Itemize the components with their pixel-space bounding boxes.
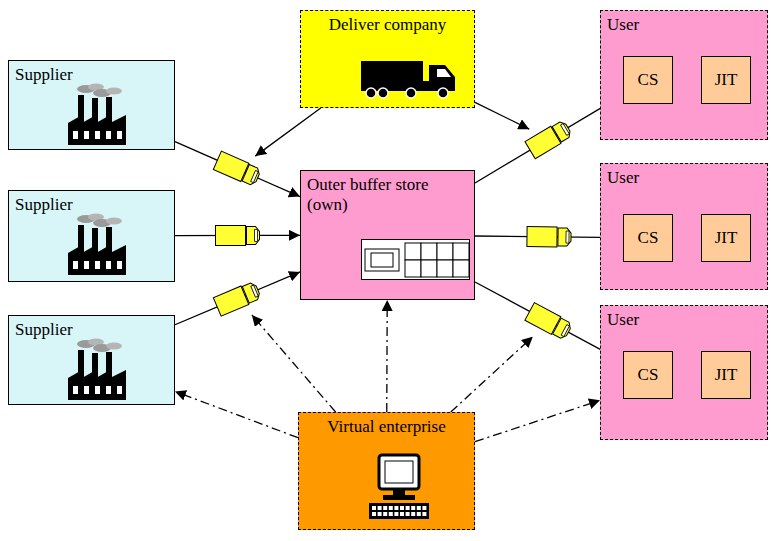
node-label: CS	[638, 365, 659, 385]
truck-icon	[527, 227, 571, 248]
leader-arrow	[451, 337, 533, 412]
rack-icon	[361, 239, 471, 281]
node-label: Virtual enterprise	[327, 417, 445, 437]
node-label: JIT	[715, 228, 738, 248]
buffer-store-box: Outer buffer store (own)	[300, 170, 475, 300]
supplier-box: Supplier	[8, 315, 175, 405]
factory-icon	[64, 83, 134, 145]
jit-box: JIT	[701, 56, 751, 104]
control-arrow	[175, 391, 298, 437]
truck-layer	[213, 119, 573, 341]
user-box: UserCS JIT	[600, 305, 768, 440]
leader-arrow	[255, 108, 321, 156]
leader-arrow	[475, 102, 529, 129]
user-box: UserCS JIT	[600, 163, 768, 290]
truck-icon	[215, 225, 259, 245]
node-label: JIT	[715, 70, 738, 90]
virtual-enterprise-box: Virtual enterprise	[298, 412, 475, 530]
factory-icon	[64, 338, 134, 400]
truck-icon	[525, 119, 573, 159]
node-label: User	[607, 310, 639, 330]
control-arrow	[475, 400, 600, 441]
computer-icon	[367, 453, 431, 525]
node-label: Outer buffer store (own)	[307, 175, 452, 214]
jit-box: JIT	[701, 351, 751, 399]
supplier-box: Supplier	[8, 190, 175, 282]
truck-icon	[213, 151, 261, 187]
node-label: CS	[638, 228, 659, 248]
node-label: User	[607, 15, 639, 35]
node-label: User	[607, 168, 639, 188]
node-label: CS	[638, 70, 659, 90]
user-box: UserCS JIT	[600, 10, 768, 140]
control-arrow	[386, 300, 388, 412]
flow-arrow	[175, 272, 300, 325]
cs-box: CS	[623, 351, 673, 399]
delivery-company-box: Deliver company	[300, 10, 475, 108]
supplier-box: Supplier	[8, 60, 175, 150]
flow-arrow	[175, 142, 300, 197]
node-label: Supplier	[15, 195, 73, 215]
factory-icon	[64, 213, 134, 275]
node-label: Supplier	[15, 65, 73, 85]
truck-icon	[213, 281, 261, 317]
node-label: Supplier	[15, 320, 73, 340]
jit-box: JIT	[701, 214, 751, 262]
truck-icon	[525, 303, 573, 341]
cs-box: CS	[623, 56, 673, 104]
leader-arrow	[252, 315, 336, 412]
node-label: Deliver company	[329, 15, 447, 35]
node-label: JIT	[715, 365, 738, 385]
cs-box: CS	[623, 214, 673, 262]
lorry-icon	[359, 55, 459, 99]
